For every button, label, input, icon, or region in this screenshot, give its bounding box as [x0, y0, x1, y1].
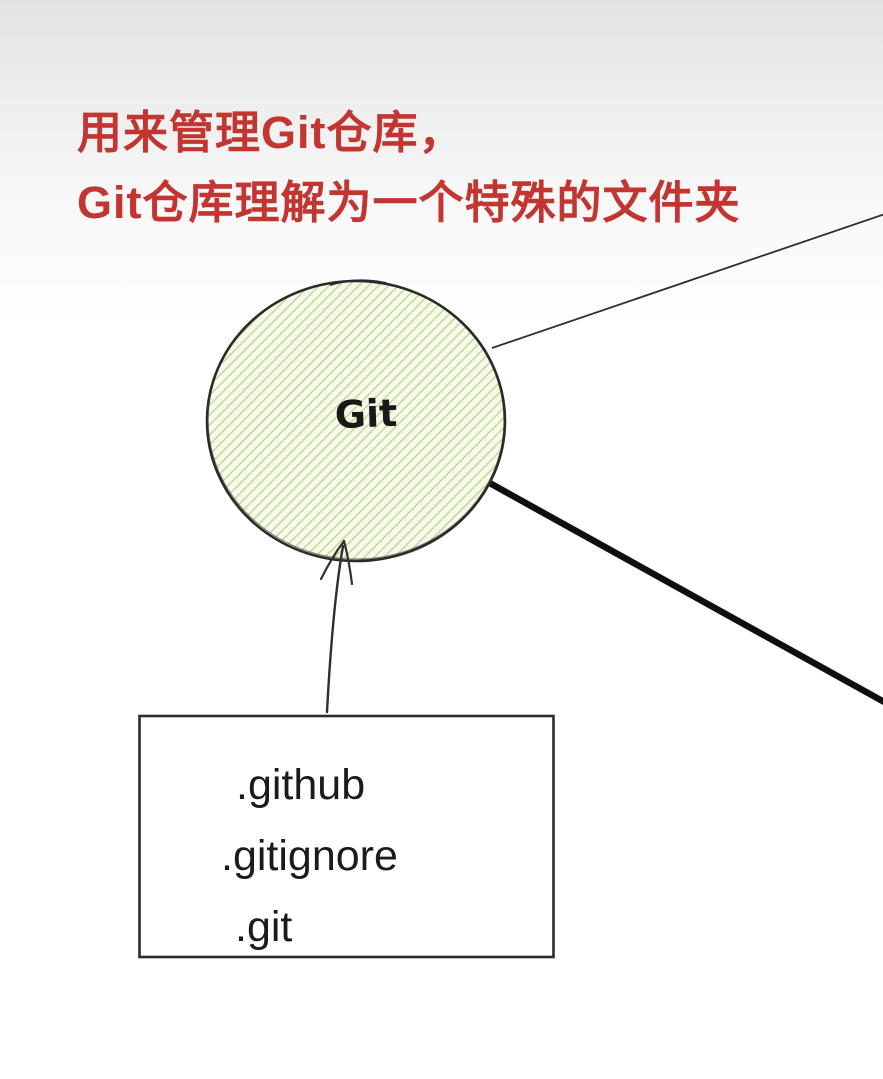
- arrow-connector-shaft: [325, 544, 345, 714]
- thick-connector-line: [482, 477, 883, 706]
- files-box-content: .github .gitignore .git: [221, 750, 521, 963]
- files-box-rect: [138, 714, 555, 959]
- arrow-head-right-barb: [342, 539, 354, 586]
- thin-connector-line: [491, 213, 883, 349]
- annotation-line-1: 用来管理Git仓库，: [77, 107, 465, 158]
- annotation-text: 用来管理Git仓库， Git仓库理解为一个特殊的文件夹: [77, 98, 741, 238]
- file-entry: .gitignore: [221, 832, 398, 880]
- git-node-label: Git: [334, 390, 398, 438]
- file-entry: .git: [235, 903, 293, 951]
- annotation-line-2: Git仓库理解为一个特殊的文件夹: [77, 177, 741, 228]
- file-entry: .github: [236, 761, 366, 809]
- git-circle-pen-overlap: [329, 279, 387, 286]
- arrow-head-left-barb: [319, 539, 346, 581]
